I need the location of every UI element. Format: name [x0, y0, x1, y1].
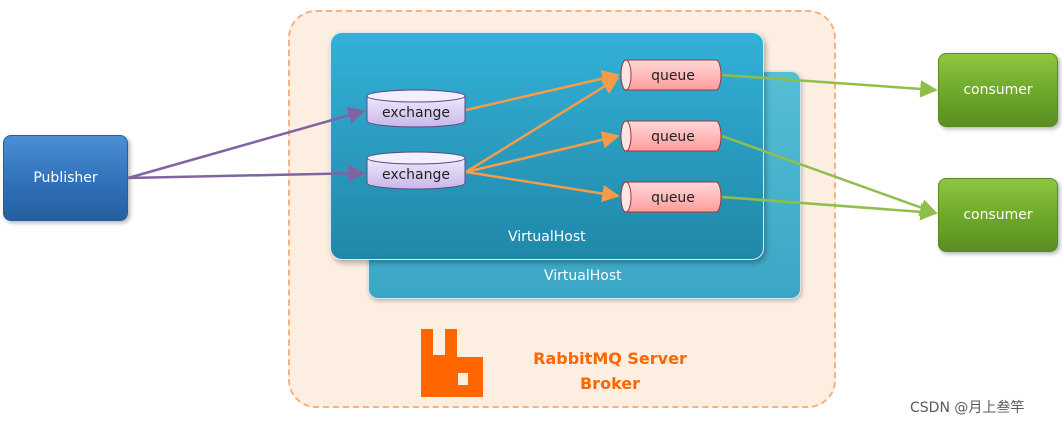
broker-title-line2: Broker — [579, 374, 641, 393]
virtualhost-front-label: VirtualHost — [508, 229, 586, 245]
arrow-publisher-to-exchange-2 — [127, 164, 366, 183]
arrow-exchange-2-to-queue-3 — [465, 170, 620, 203]
exchange-label-2: exchange — [382, 167, 450, 183]
virtualhost-back-label: VirtualHost — [544, 268, 622, 284]
consumer-label-2: consumer — [963, 207, 1033, 223]
arrow-queue-1-to-consumer-1 — [721, 73, 938, 98]
broker-title: RabbitMQ Server Broker — [525, 346, 695, 396]
queue-node-3: queue — [620, 181, 722, 213]
arrow-queue-3-to-consumer-2 — [721, 195, 938, 221]
queue-node-1: queue — [620, 59, 722, 91]
watermark: CSDN @月上叁竿 — [910, 400, 1025, 416]
rabbitmq-logo-icon — [421, 329, 483, 397]
queue-label-1: queue — [651, 68, 695, 84]
exchange-label-1: exchange — [382, 105, 450, 121]
consumer-label-1: consumer — [963, 82, 1033, 98]
arrow-exchange-1-to-queue-1 — [465, 70, 620, 112]
arrow-exchange-2-to-queue-1 — [465, 76, 620, 174]
exchange-node-2: exchange — [366, 151, 466, 190]
consumer-node-2: consumer — [938, 178, 1058, 252]
queue-label-3: queue — [651, 190, 695, 206]
publisher-label: Publisher — [33, 170, 98, 186]
consumer-node-1: consumer — [938, 53, 1058, 127]
exchange-node-1: exchange — [366, 89, 466, 128]
arrow-exchange-2-to-queue-2 — [465, 131, 620, 174]
broker-title-line1: RabbitMQ Server — [533, 349, 687, 368]
arrow-queue-2-to-consumer-2 — [721, 134, 938, 216]
queue-node-2: queue — [620, 120, 722, 152]
queue-label-2: queue — [651, 129, 695, 145]
publisher-node: Publisher — [3, 135, 128, 221]
arrow-publisher-to-exchange-1 — [127, 106, 366, 180]
